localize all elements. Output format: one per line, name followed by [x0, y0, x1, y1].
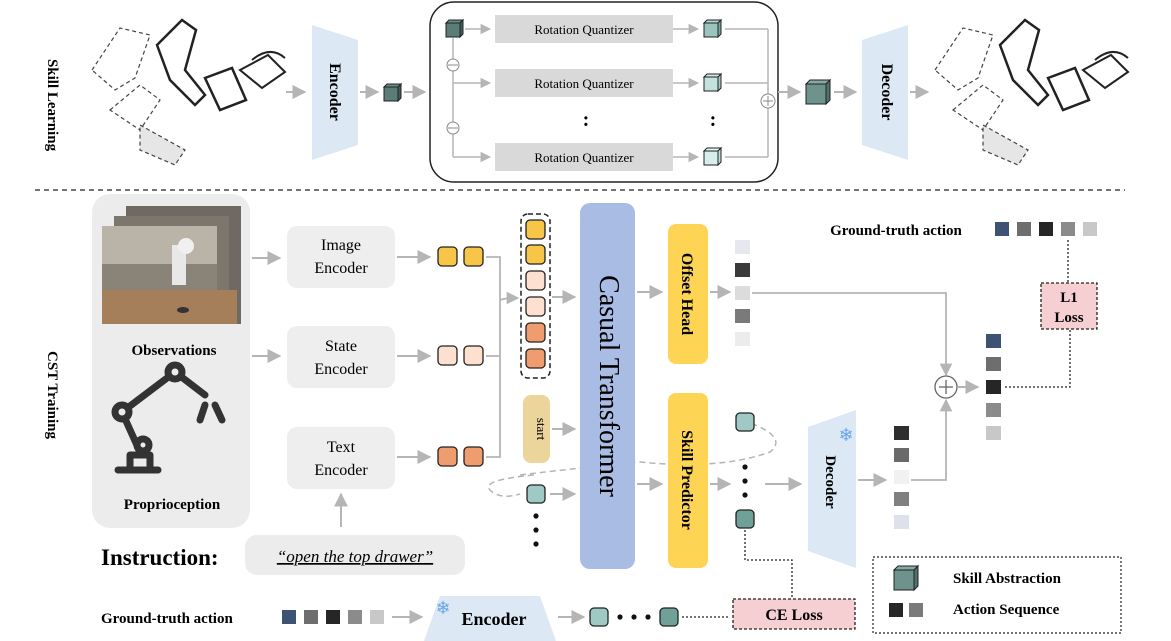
quantizer-row-1: Rotation Quantizer [465, 15, 700, 43]
legend-action-icon [889, 603, 923, 617]
gt-skill-token-1 [589, 607, 609, 627]
image-encoder-label-1: Image [321, 237, 361, 254]
input-ellipsis [533, 513, 539, 547]
offset-output-sequence [735, 240, 750, 346]
cst-training-label: CST Training [44, 351, 60, 439]
offset-head-label: Offset Head [678, 253, 695, 335]
text-tokens [437, 446, 484, 467]
l1-loss-label-2: Loss [1054, 310, 1083, 326]
legend-cube-icon [892, 564, 920, 592]
quantizer-row-3: Rotation Quantizer [453, 143, 700, 171]
top-decoder-label: Decoder [878, 64, 895, 121]
causal-transformer-label: Casual Transformer [593, 275, 624, 497]
snowflake-icon-encoder: ❄ [435, 598, 450, 618]
gt-action-sequence-right [995, 222, 1097, 236]
top-encoder-label: Encoder [326, 63, 343, 121]
image-tokens [437, 246, 484, 267]
causal-transformer-block [580, 203, 635, 569]
robot-arm-icon [111, 361, 226, 474]
skill-learning-label: Skill Learning [44, 59, 60, 152]
decoded-action-sequence [894, 426, 909, 529]
gt-action-sequence-bottom [282, 610, 384, 624]
bottom-encoder-block [424, 596, 556, 641]
ce-loss-label: CE Loss [765, 607, 822, 624]
offset-head-block [668, 224, 708, 364]
state-tokens [437, 345, 484, 366]
quantized-cube-3 [702, 146, 723, 167]
gt-skill-token-2 [659, 607, 679, 627]
gt-action-label-bottom: Ground-truth action [101, 611, 233, 627]
legend-action-label: Action Sequence [953, 602, 1060, 618]
robot-arm-illustration-right [934, 18, 1130, 166]
bottom-encoder-label: Encoder [462, 609, 527, 629]
l1-loss-box [1040, 282, 1098, 330]
instruction-box [245, 535, 465, 575]
text-encoder-label-2: Encoder [314, 462, 368, 479]
gt-action-label-right: Ground-truth action [830, 223, 962, 239]
state-encoder-block: State Encoder [287, 326, 395, 388]
predicted-skill-token-1 [735, 412, 755, 432]
image-encoder-block: Image Encoder [287, 226, 395, 288]
text-encoder-label-1: Text [327, 439, 356, 456]
instruction-label: Instruction: [101, 545, 219, 570]
quantized-cube-1 [702, 18, 723, 39]
snowflake-icon: ❄ [838, 425, 853, 445]
summed-cube [804, 78, 832, 106]
rotation-quantizer-label-3: Rotation Quantizer [534, 150, 634, 165]
skill-predictor-block [668, 393, 708, 568]
quantizer-input-cube [444, 18, 465, 39]
proprioception-label: Proprioception [124, 497, 221, 513]
text-encoder-block: Text Encoder [287, 427, 395, 489]
quantizer-row-2: Rotation Quantizer [453, 69, 700, 97]
robot-arm-illustration-left [91, 18, 287, 166]
rotation-quantizer-label-1: Rotation Quantizer [534, 22, 634, 37]
top-decoder-block [862, 25, 908, 160]
rotation-quantizer-label-2: Rotation Quantizer [534, 76, 634, 91]
quantized-cube-2 [702, 72, 723, 93]
predicted-skill-token-2 [735, 509, 755, 529]
state-encoder-label-1: State [325, 338, 357, 355]
legend-skill-label: Skill Abstraction [953, 571, 1062, 587]
observations-label: Observations [131, 343, 216, 359]
ce-loss-box [732, 598, 856, 630]
state-encoder-label-2: Encoder [314, 361, 368, 378]
bottom-decoder-block [808, 410, 856, 568]
bottom-decoder-label: Decoder [822, 455, 838, 509]
observation-images [102, 206, 241, 324]
latent-cube [382, 82, 403, 103]
gt-skill-ellipsis [617, 614, 651, 620]
predicted-action-sequence [986, 334, 1001, 440]
skill-predictor-label: Skill Predictor [678, 430, 695, 530]
top-encoder-block [312, 25, 358, 160]
quantizer-output-ellipsis: : [710, 109, 717, 131]
input-skill-token [526, 484, 546, 504]
predicted-ellipsis [742, 464, 748, 498]
l1-loss-label-1: L1 [1060, 290, 1078, 306]
start-token [523, 395, 550, 463]
quantizer-ellipsis: : [583, 109, 590, 131]
start-token-label: start [534, 418, 549, 441]
instruction-text: “open the top drawer” [277, 547, 433, 566]
token-sequence [525, 219, 546, 369]
image-encoder-label-2: Encoder [314, 260, 368, 277]
